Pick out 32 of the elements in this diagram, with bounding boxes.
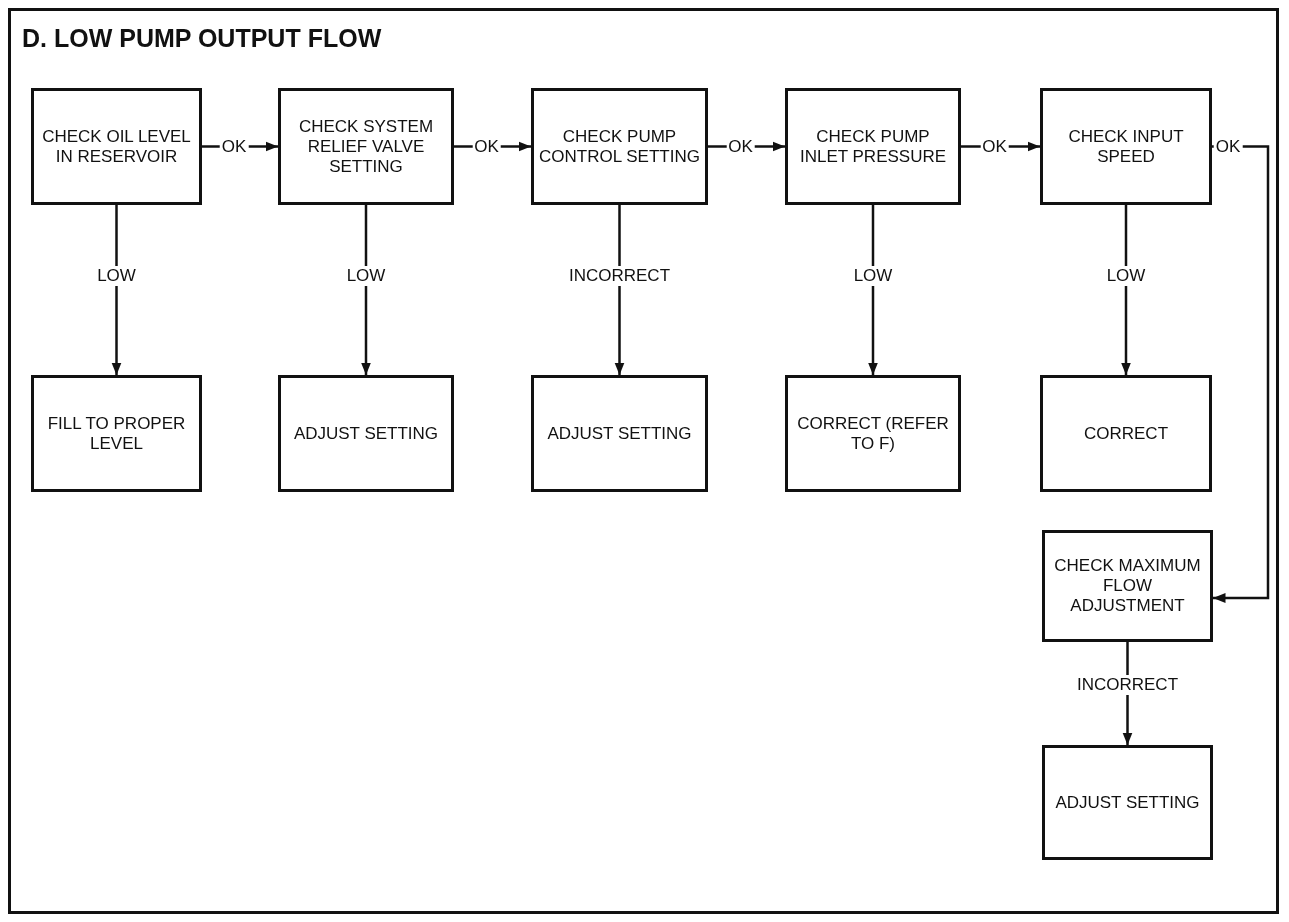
arrow [361, 205, 371, 375]
arrow [1121, 205, 1131, 375]
process-box [531, 88, 708, 205]
box-label: CHECK SYSTEM RELIEF VALVE SETTING [297, 116, 435, 177]
box-label: ADJUST SETTING [1055, 792, 1200, 813]
box-label: CHECK MAXIMUM FLOW ADJUSTMENT [1053, 556, 1202, 616]
process-box [1040, 375, 1212, 492]
process-box [278, 88, 454, 205]
box-label: CHECK INPUT SPEED [1067, 126, 1185, 167]
process-box [31, 88, 202, 205]
box-label: ADJUST SETTING [547, 423, 692, 444]
arrow [868, 205, 878, 375]
box-label: CHECK OIL LEVEL IN RESERVOIR [41, 126, 192, 167]
edge-label: LOW [95, 266, 138, 287]
process-box [1040, 88, 1212, 205]
process-box [785, 375, 961, 492]
diagram-title: D. LOW PUMP OUTPUT FLOW [22, 24, 382, 53]
process-box [31, 375, 202, 492]
arrow [1212, 145, 1270, 603]
process-box [1042, 530, 1213, 642]
process-box [278, 375, 454, 492]
box-label: ADJUST SETTING [293, 423, 439, 444]
process-box [1042, 745, 1213, 860]
arrow [614, 205, 625, 375]
box-label: CHECK PUMP INLET PRESSURE [798, 126, 948, 167]
box-label: CORRECT (REFER TO F) [796, 413, 950, 454]
process-box [785, 88, 961, 205]
process-box [531, 375, 708, 492]
arrow [111, 205, 122, 375]
box-label: FILL TO PROPER LEVEL [46, 413, 187, 454]
box-label: CORRECT [1083, 423, 1169, 444]
box-label: CHECK PUMP CONTROL SETTING [538, 126, 701, 167]
